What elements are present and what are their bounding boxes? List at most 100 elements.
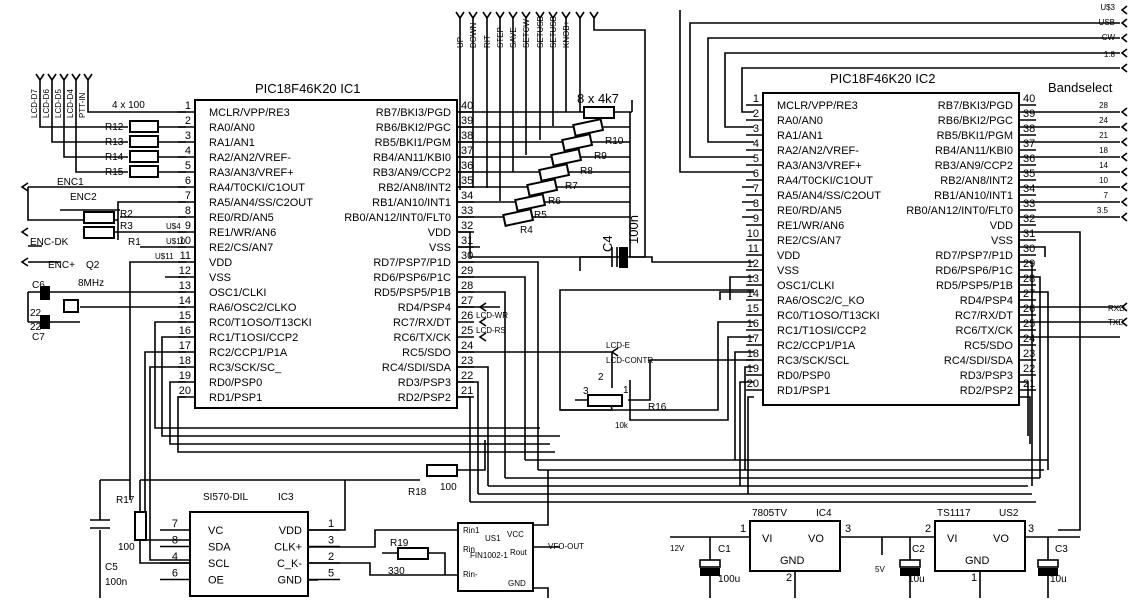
label-r13: R13 <box>105 137 124 148</box>
ic2-pin-label: RE2/CS/AN7 <box>777 235 841 247</box>
r8-body <box>550 148 583 167</box>
us1-pin-gnd: GND <box>508 579 526 588</box>
ic1-pin-label: RD4/PSP4 <box>398 302 451 314</box>
ic2-pin-label: RD1/PSP1 <box>777 385 830 397</box>
ic3-pin-number: 4 <box>172 551 178 563</box>
ic1-pin-label: RC6/TX/CK <box>394 332 452 344</box>
ic1-pin-label: RC7/RX/DT <box>393 317 451 329</box>
ic1-pin-label: VSS <box>209 272 231 284</box>
ic2-pin-label: RA1/AN1 <box>777 130 823 142</box>
connector-arrow <box>1120 317 1128 327</box>
ic1-title: PIC18F46K20 IC1 <box>255 81 361 96</box>
connector-arrow <box>610 347 619 357</box>
right-net-label: CW <box>1102 33 1116 42</box>
connector-arrow <box>1120 107 1128 117</box>
ic1-pin-label: RA6/OSC2/CLKO <box>209 302 297 314</box>
ic1-pin-number: 13 <box>179 280 191 292</box>
ic1-pin-label: RC4/SDI/SDA <box>382 362 452 374</box>
label-c6: C6 <box>32 280 45 291</box>
capacitors <box>40 247 1059 576</box>
ic3-pin-number: 6 <box>172 568 178 580</box>
ic3-pin-label: GND <box>278 575 303 587</box>
label-enc1: ENC1 <box>57 177 84 188</box>
ic1-pin-label: RD0/PSP0 <box>209 377 262 389</box>
ic1-pin-label: RA1/AN1 <box>209 137 255 149</box>
connector-arrow <box>20 182 29 192</box>
ic1-pin-number: 26 <box>461 310 473 322</box>
ic1-pin-number: 27 <box>461 295 473 307</box>
label-c1: C1 <box>718 544 731 555</box>
connector-arrow <box>1120 5 1128 15</box>
top-net-label: SAVE <box>509 27 518 48</box>
top-net-label: DOWN <box>469 22 478 48</box>
ic2-pin-label: RA5/AN4/SS/C2OUT <box>777 190 881 202</box>
ic1-pin-number: 7 <box>185 190 191 202</box>
connector-arrow <box>20 257 29 267</box>
ic1-pin-number: 30 <box>461 250 473 262</box>
bandselect-title: Bandselect <box>1048 80 1113 95</box>
ic2-pin-number: 11 <box>748 243 759 255</box>
ic4-vi: VI <box>762 533 772 545</box>
ic1-pin-number: 14 <box>179 295 191 307</box>
ic2-pin-number: 5 <box>753 153 759 165</box>
ic1-pin-label: RC5/SDO <box>402 347 451 359</box>
ic2-pin-label: RB5/BKI1/PGM <box>937 130 1013 142</box>
ic2-pin-label: OSC1/CLKI <box>777 280 834 292</box>
connector-arrow <box>535 11 545 20</box>
connector-arrow <box>468 11 478 20</box>
top-net-label: SETCW <box>522 19 531 48</box>
label-lcd-rs: LCD-RS <box>476 326 506 335</box>
ic1-pin-number: 3 <box>185 130 191 142</box>
ic3-pin-label: CLK+ <box>274 542 302 554</box>
ic4-gnd: GND <box>780 555 805 567</box>
label-r15: R15 <box>105 167 124 178</box>
ic4-vo: VO <box>808 533 824 545</box>
ic2-pin-label: VDD <box>777 250 800 262</box>
ic3-pin-label: SDA <box>208 542 231 554</box>
ic1-pin-number: 6 <box>185 175 191 187</box>
us1-pin-rin: Rin <box>463 545 475 554</box>
connector-arrow <box>20 227 29 237</box>
r14-body <box>129 150 159 163</box>
ic1-pin-label: VDD <box>209 257 232 269</box>
connector-arrow <box>1120 48 1128 58</box>
band-label: 24 <box>1099 116 1108 125</box>
r12-body <box>129 120 159 133</box>
label-c4: C4 <box>600 235 615 252</box>
label-r16-value: 10k <box>615 421 629 430</box>
ic2-pin-number: 14 <box>747 288 759 300</box>
ic1-pin-label: RD2/PSP2 <box>398 392 451 404</box>
ic3-pin-number: 3 <box>328 535 334 547</box>
ic1-pin-number: 20 <box>179 385 191 397</box>
c2-plate-bottom <box>900 568 920 576</box>
ic1-pin-number: 19 <box>179 370 191 382</box>
us1-pin-vcc: VCC <box>507 530 524 539</box>
ic1-pin-label: RE2/CS/AN7 <box>209 242 273 254</box>
label-q2: Q2 <box>86 260 100 271</box>
ic1-pin-label: RE0/RD/AN5 <box>209 212 274 224</box>
ic1-pin-number: 28 <box>461 280 473 292</box>
right-net-label: U$3 <box>1100 3 1115 12</box>
c6-plate <box>40 286 50 300</box>
r18-body <box>426 464 458 477</box>
label-8mhz: 8MHz <box>78 278 104 289</box>
ic1-pin-label: VDD <box>428 227 451 239</box>
ic3-pin-number: 5 <box>328 568 334 580</box>
c7-plate <box>40 315 50 329</box>
r9-body <box>561 133 594 152</box>
connector-arrow <box>1120 122 1128 132</box>
connector-arrow <box>482 11 492 20</box>
ic2-pin-number: 3 <box>753 123 759 135</box>
ic1-pin-label: RD1/PSP1 <box>209 392 262 404</box>
us2-pin3: 3 <box>1028 523 1034 535</box>
ic2-pin-label: RD5/PSP5/P1B <box>936 280 1013 292</box>
ic2-pin-label: RB3/AN9/CCP2 <box>935 160 1013 172</box>
label-r5: R5 <box>534 210 547 221</box>
c3-plate-bottom <box>1038 568 1058 576</box>
label-c2: C2 <box>912 544 925 555</box>
ic1-pin-label: RC2/CCP1/P1A <box>209 347 288 359</box>
band-label: 21 <box>1099 131 1108 140</box>
